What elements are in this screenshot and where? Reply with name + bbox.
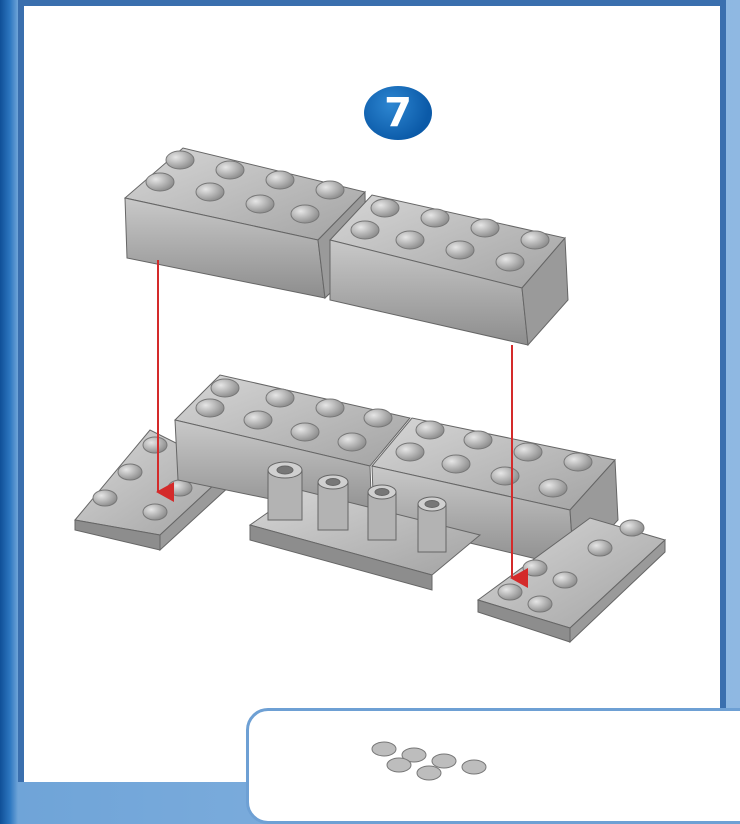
top-brick-right xyxy=(330,195,568,345)
next-step-preview xyxy=(344,719,604,799)
assembly-illustration xyxy=(0,0,740,782)
next-step-panel xyxy=(246,708,740,824)
